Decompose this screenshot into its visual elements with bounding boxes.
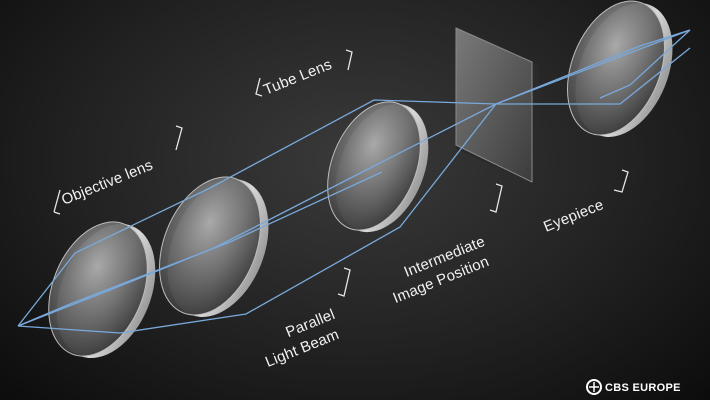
ray-axis — [17, 29, 691, 327]
objective-lens-front — [48, 221, 156, 359]
ray-lower — [17, 47, 691, 334]
cbs-europe-logo: CBS EUROPE — [586, 379, 681, 395]
eyepiece-label: Eyepiece — [541, 196, 606, 235]
ray-upper — [17, 29, 691, 327]
tube-lens-label: Tube Lens — [261, 56, 334, 99]
objective-lens-bracket — [53, 125, 183, 215]
eyepiece-bracket — [613, 169, 629, 193]
tube-lens-bracket — [255, 49, 353, 97]
objective-lens-rear — [159, 176, 269, 317]
intermediate-bracket — [489, 183, 503, 213]
parallel-beam-bracket — [337, 267, 351, 297]
light-rays — [17, 29, 691, 334]
intermediate-image-position-label: Intermediate Image Position — [391, 233, 492, 307]
cbs-europe-logo-text: CBS EUROPE — [605, 382, 681, 394]
objective-lens-label: Objective lens — [59, 157, 155, 209]
cbs-europe-logo-icon — [586, 379, 602, 395]
tube-lens — [327, 101, 429, 233]
intermediate-image-screen — [455, 27, 539, 186]
parallel-light-beam-label: Parallel Light Beam — [263, 306, 342, 371]
ray-axis-2 — [17, 171, 383, 327]
